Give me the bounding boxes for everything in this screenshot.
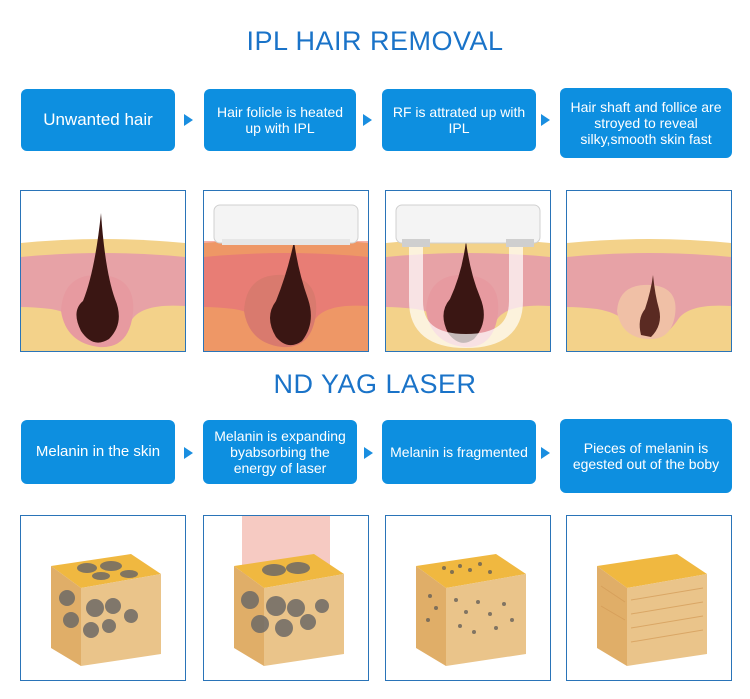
ipl-illustration-rf	[385, 190, 551, 352]
yag-illustration-expanding	[203, 515, 369, 681]
ipl-step-2: Hair folicle is heated up with IPL	[204, 89, 356, 151]
arrow-right-icon	[184, 114, 193, 126]
yag-step-2: Melanin is expanding byabsorbing the ene…	[203, 420, 357, 484]
ipl-step-1: Unwanted hair	[21, 89, 175, 151]
yag-step-4: Pieces of melanin is egested out of the …	[560, 419, 732, 493]
arrow-right-icon	[541, 447, 550, 459]
ipl-illustration-heating	[203, 190, 369, 352]
nd-yag-section-title: ND YAG LASER	[273, 369, 477, 399]
ipl-step-3: RF is attrated up with IPL	[382, 89, 536, 151]
arrow-right-icon	[541, 114, 550, 126]
arrow-right-icon	[363, 114, 372, 126]
yag-step-1: Melanin in the skin	[21, 420, 175, 484]
ipl-illustration-unwanted-hair	[20, 190, 186, 352]
ipl-section-title: IPL HAIR REMOVAL	[246, 26, 504, 56]
ipl-step-4: Hair shaft and follice are stroyed to re…	[560, 88, 732, 158]
yag-illustration-fragmented	[385, 515, 551, 681]
arrow-right-icon	[364, 447, 373, 459]
arrow-right-icon	[184, 447, 193, 459]
yag-illustration-melanin	[20, 515, 186, 681]
yag-illustration-egested	[566, 515, 732, 681]
ipl-illustration-destroyed	[566, 190, 732, 352]
yag-step-3: Melanin is fragmented	[382, 420, 536, 484]
